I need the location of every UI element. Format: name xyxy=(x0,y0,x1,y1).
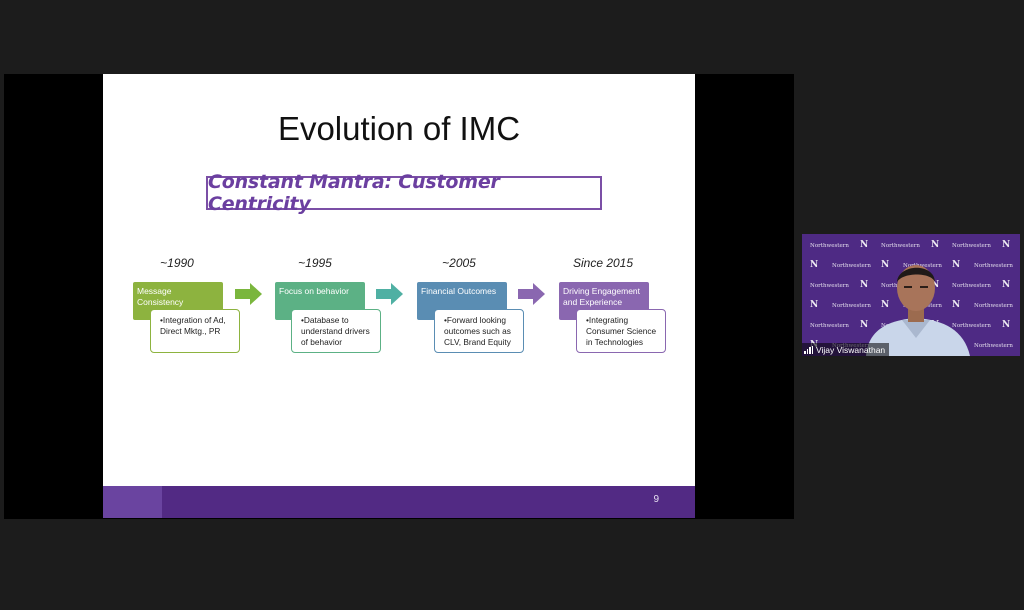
backdrop-logo-text: Northwestern xyxy=(810,243,849,249)
mantra-text: Constant Mantra: Customer Centricity xyxy=(208,171,500,215)
slide-title: Evolution of IMC xyxy=(277,110,521,147)
participant-name: Vijay Viswanathan xyxy=(816,344,886,355)
backdrop-logo-letter: N xyxy=(931,280,940,290)
backdrop-logo-text: Northwestern xyxy=(952,243,991,249)
backdrop-logo-letter: N xyxy=(810,300,819,310)
backdrop-logo-text: Northwestern xyxy=(810,323,849,329)
stage-detail-3: •Forward looking outcomes such as CLV, B… xyxy=(434,309,524,353)
participant-name-tag: Vijay Viswanathan xyxy=(802,343,890,356)
backdrop-logo-text: Northwestern xyxy=(903,263,942,269)
backdrop-logo-letter: N xyxy=(1002,240,1011,250)
backdrop-logo-letter: N xyxy=(881,300,890,310)
stage-era-1990: ~1990 xyxy=(160,256,194,270)
backdrop-logo-letter: N xyxy=(860,280,869,290)
backdrop-logo-text: Northwestern xyxy=(952,323,991,329)
backdrop-logo-letter: N xyxy=(931,240,940,250)
footer-accent xyxy=(103,486,162,518)
stage-era-2005: ~2005 xyxy=(442,256,476,270)
backdrop-logo-letter: N xyxy=(860,320,869,330)
slide-footer: 9 xyxy=(103,486,695,518)
backdrop-logo-text: Northwestern xyxy=(881,243,920,249)
mantra-banner: Constant Mantra: Customer Centricity xyxy=(206,171,602,215)
backdrop-logo-letter: N xyxy=(810,260,819,270)
stage-detail-4: •Integrating Consumer Science in Technol… xyxy=(576,309,666,353)
presentation-slide: Evolution of IMC Constant Mantra: Custom… xyxy=(103,74,695,518)
backdrop-logo-text: Northwestern xyxy=(832,263,871,269)
backdrop-logo-letter: N xyxy=(881,260,890,270)
backdrop-logo-text: Northwestern xyxy=(832,303,871,309)
signal-strength-icon xyxy=(804,345,813,354)
backdrop-logo-text: Northwestern xyxy=(974,303,1013,309)
slide-number: 9 xyxy=(653,494,659,505)
backdrop-logo-letter: N xyxy=(1002,280,1011,290)
backdrop-logo-letter: N xyxy=(952,300,961,310)
backdrop-logo-text: Northwestern xyxy=(952,283,991,289)
backdrop-logo-letter: N xyxy=(952,260,961,270)
stage-era-2015: Since 2015 xyxy=(572,256,634,270)
backdrop-logo-text: Northwestern xyxy=(974,263,1013,269)
stage-detail-1: •Integration of Ad, Direct Mktg., PR xyxy=(150,309,240,353)
backdrop-logo-text: Northwestern xyxy=(810,283,849,289)
backdrop-logo-letter: N xyxy=(860,240,869,250)
participant-video-feed xyxy=(866,265,970,356)
backdrop-logo-text: Northwestern xyxy=(974,343,1013,349)
stage-era-1995: ~1995 xyxy=(298,256,332,270)
stage-detail-2: •Database to understand drivers of behav… xyxy=(291,309,381,353)
backdrop-logo-letter: N xyxy=(1002,320,1011,330)
